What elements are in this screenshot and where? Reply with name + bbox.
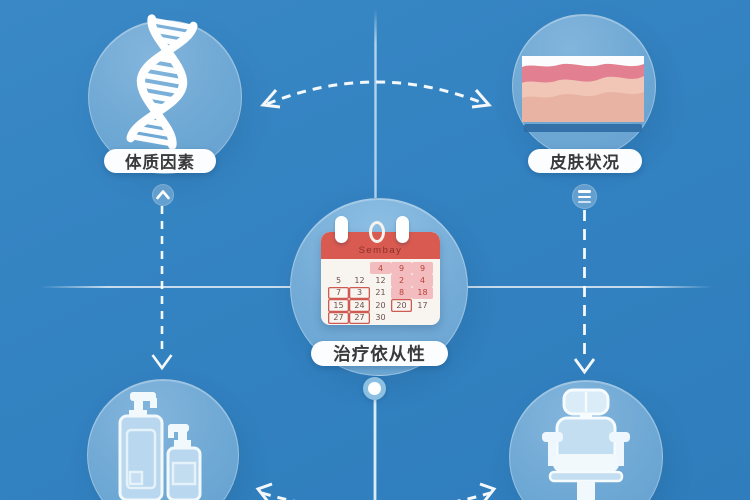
calendar-cell	[328, 262, 349, 274]
chair-armrest-right	[609, 432, 630, 442]
calendar-cell: 18	[412, 286, 433, 300]
chevron-up-icon	[156, 190, 170, 200]
calendar-cell	[391, 312, 412, 324]
calendar-cell: 5	[335, 276, 342, 286]
label-pill-top-left: 体质因素	[104, 149, 216, 173]
chevron-up-badge	[152, 184, 174, 206]
skin-shadow	[524, 124, 642, 132]
node-label: 体质因素	[125, 154, 195, 172]
center-axis-top-line	[374, 10, 377, 198]
calendar-cell: 4	[370, 262, 391, 275]
calendar-cell: 15	[328, 299, 349, 311]
menu-lines-badge	[572, 184, 597, 209]
calendar-hole-icon	[369, 221, 385, 243]
dna-icon	[126, 14, 198, 150]
calendar-header-text: Sembay	[358, 245, 403, 256]
calendar-cell: 8	[391, 286, 412, 300]
calendar-cell: 30	[375, 313, 386, 323]
calendar-cell: 4	[412, 274, 433, 287]
arrowhead-left-icon	[260, 89, 281, 109]
chair-seat-base	[548, 470, 624, 483]
node-label: 皮肤状况	[550, 154, 620, 172]
left-dashed-down-arrow	[151, 206, 173, 371]
calendar-cell: 3	[349, 287, 370, 299]
calendar-cell: 24	[349, 299, 370, 311]
calendar-cell: 20	[391, 299, 412, 311]
calendar-cell: 7	[328, 287, 349, 299]
treatment-chair-icon	[542, 388, 630, 500]
chair-armrest-left	[542, 432, 563, 442]
calendar-cell: 27	[328, 312, 349, 324]
label-pill-center: 治疗依从性	[311, 341, 448, 366]
calendar-cell: 9	[412, 262, 433, 275]
menu-lines-icon	[578, 190, 591, 193]
skin-layers-icon	[522, 56, 644, 132]
calendar-cell	[349, 262, 370, 274]
label-pill-top-right: 皮肤状况	[528, 149, 642, 173]
ring-dot-icon	[363, 377, 386, 400]
lotion-bottles-icon	[118, 392, 202, 500]
calendar-cell: 17	[417, 300, 428, 310]
bottom-curved-double-arrow	[255, 482, 497, 500]
calendar-cell: 20	[375, 300, 386, 310]
calendar-cell: 27	[349, 312, 370, 324]
calendar-ring-right-icon	[396, 216, 409, 243]
arrowhead-right-icon	[479, 482, 497, 500]
arrowhead-left-icon	[255, 482, 273, 500]
calendar-cell: 2	[391, 274, 412, 287]
arrowhead-right-icon	[471, 89, 492, 109]
calendar-cell: 12	[354, 276, 365, 286]
calendar-ring-left-icon	[335, 216, 348, 243]
calendar-cell	[412, 312, 433, 324]
right-dashed-down-arrow	[573, 210, 596, 375]
top-curved-double-arrow	[260, 80, 492, 109]
center-axis-bottom-line	[373, 399, 377, 500]
chair-seat	[553, 454, 619, 472]
arrowhead-down-icon	[573, 358, 596, 375]
calendar-cell: 21	[375, 288, 386, 298]
node-label: 治疗依从性	[333, 344, 426, 364]
large-pump-bottle	[118, 392, 164, 500]
calendar-cell: 12	[375, 276, 386, 286]
calendar-cell: 9	[391, 262, 412, 275]
arrowhead-down-icon	[151, 354, 173, 371]
chair-pedestal	[577, 481, 595, 500]
small-pump-bottle	[166, 424, 202, 500]
